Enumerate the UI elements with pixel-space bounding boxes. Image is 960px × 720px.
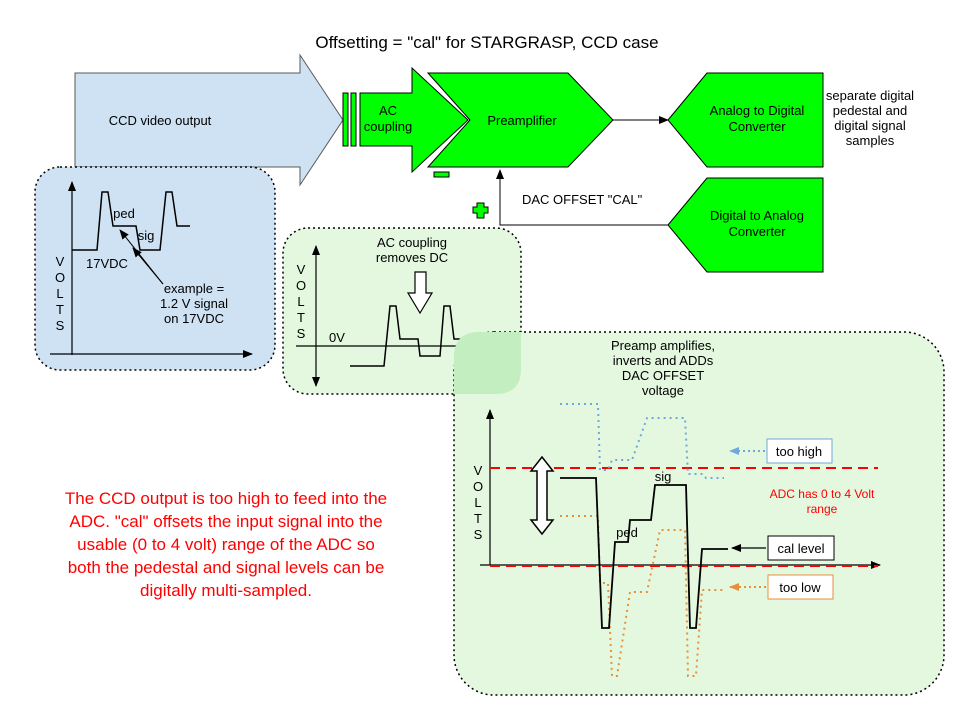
cal-level-label: cal level xyxy=(778,541,825,556)
svg-text:O: O xyxy=(296,278,306,293)
dac-feedback-line xyxy=(496,169,668,226)
capacitor-plate-right xyxy=(350,92,357,147)
svg-text:V: V xyxy=(56,254,65,269)
diagram-title: Offsetting = "cal" for STARGRASP, CCD ca… xyxy=(315,33,658,52)
cal-level-box xyxy=(767,535,835,561)
nominal-waveform xyxy=(560,477,728,629)
adc-block xyxy=(667,72,824,168)
svg-text:DAC OFFSET: DAC OFFSET xyxy=(622,368,704,383)
svg-text:V: V xyxy=(297,262,306,277)
too-high-box xyxy=(766,438,833,464)
separate-samples-text: pedestal and xyxy=(833,103,907,118)
separate-samples-text: samples xyxy=(846,133,895,148)
too-low-label: too low xyxy=(779,580,821,595)
preamplifier-block xyxy=(426,72,614,168)
svg-text:T: T xyxy=(297,310,305,325)
ccd-example-text: example = xyxy=(164,281,224,296)
preamp-sig-label: sig xyxy=(655,469,672,484)
ccd-signal-panel xyxy=(34,166,276,371)
ccd-ped-label: ped xyxy=(113,206,135,221)
svg-text:both the pedestal and signal l: both the pedestal and signal levels can … xyxy=(68,558,385,577)
svg-text:V: V xyxy=(474,463,483,478)
ac-coupling-label: coupling xyxy=(364,119,412,134)
svg-text:inverts and ADDs: inverts and ADDs xyxy=(613,353,714,368)
svg-text:O: O xyxy=(55,270,65,285)
adc-range-label: range xyxy=(807,502,838,516)
ccd-axis-letters: V O L T S xyxy=(55,254,65,333)
example-pointer-line xyxy=(132,247,164,285)
separate-samples-text: separate digital xyxy=(826,88,914,103)
ccd-video-output-label: CCD video output xyxy=(109,113,212,128)
svg-text:S: S xyxy=(474,527,483,542)
svg-text:ADC. "cal" offsets the input s: ADC. "cal" offsets the input signal into… xyxy=(69,512,382,531)
svg-text:T: T xyxy=(56,302,64,317)
preamp-output-panel xyxy=(453,331,945,696)
svg-text:T: T xyxy=(474,511,482,526)
svg-text:Preamp amplifies,: Preamp amplifies, xyxy=(611,338,715,353)
panel-overlap-highlight xyxy=(454,332,521,394)
svg-text:L: L xyxy=(474,495,481,510)
plus-sign xyxy=(472,202,489,219)
separate-samples-text: digital signal xyxy=(834,118,906,133)
ac-axis-letters: V O L T S xyxy=(296,262,306,341)
adc-label: Converter xyxy=(728,119,786,134)
ac-coupling-block xyxy=(359,66,469,174)
svg-text:digitally multi-sampled.: digitally multi-sampled. xyxy=(140,581,312,600)
ccd-sig-label: sig xyxy=(138,228,155,243)
ac-panel-heading: AC coupling xyxy=(377,235,447,250)
ccd-example-text: 1.2 V signal xyxy=(160,296,228,311)
offset-double-arrow-icon xyxy=(529,455,555,536)
preamp-ped-label: ped xyxy=(616,525,638,540)
ccd-dc-level-label: 17VDC xyxy=(86,256,128,271)
adc-range-label: ADC has 0 to 4 Volt xyxy=(770,487,875,501)
too-high-label: too high xyxy=(776,444,822,459)
svg-text:usable (0 to 4 volt) range of: usable (0 to 4 volt) range of the ADC so xyxy=(77,535,375,554)
svg-text:voltage: voltage xyxy=(642,383,684,398)
ac-panel-heading: removes DC xyxy=(376,250,448,265)
ccd-waveform xyxy=(72,191,190,251)
ac-down-arrow-icon xyxy=(406,271,434,315)
ccd-example-text: on 17VDC xyxy=(164,311,224,326)
ac-coupling-label: AC xyxy=(379,103,397,118)
adc-label: Analog to Digital xyxy=(710,103,805,118)
svg-text:The CCD output is too high to: The CCD output is too high to feed into … xyxy=(65,489,387,508)
too-low-box xyxy=(767,574,834,600)
svg-text:S: S xyxy=(297,326,306,341)
dac-label: Converter xyxy=(728,224,786,239)
dac-label: Digital to Analog xyxy=(710,208,804,223)
preamp-panel-heading: Preamp amplifies, inverts and ADDs DAC O… xyxy=(611,338,715,398)
preamp-axis-letters: V O L T S xyxy=(473,463,483,542)
capacitor-plate-left xyxy=(342,92,349,147)
svg-text:O: O xyxy=(473,479,483,494)
svg-text:L: L xyxy=(297,294,304,309)
minus-sign xyxy=(433,171,450,178)
preamplifier-label: Preamplifier xyxy=(487,113,557,128)
dac-block xyxy=(667,177,824,273)
svg-text:L: L xyxy=(56,286,63,301)
explanation-note: The CCD output is too high to feed into … xyxy=(65,489,387,600)
dac-offset-label: DAC OFFSET "CAL" xyxy=(522,192,643,207)
ac-zero-label: 0V xyxy=(329,330,345,345)
svg-text:S: S xyxy=(56,318,65,333)
ac-waveform xyxy=(350,305,476,367)
